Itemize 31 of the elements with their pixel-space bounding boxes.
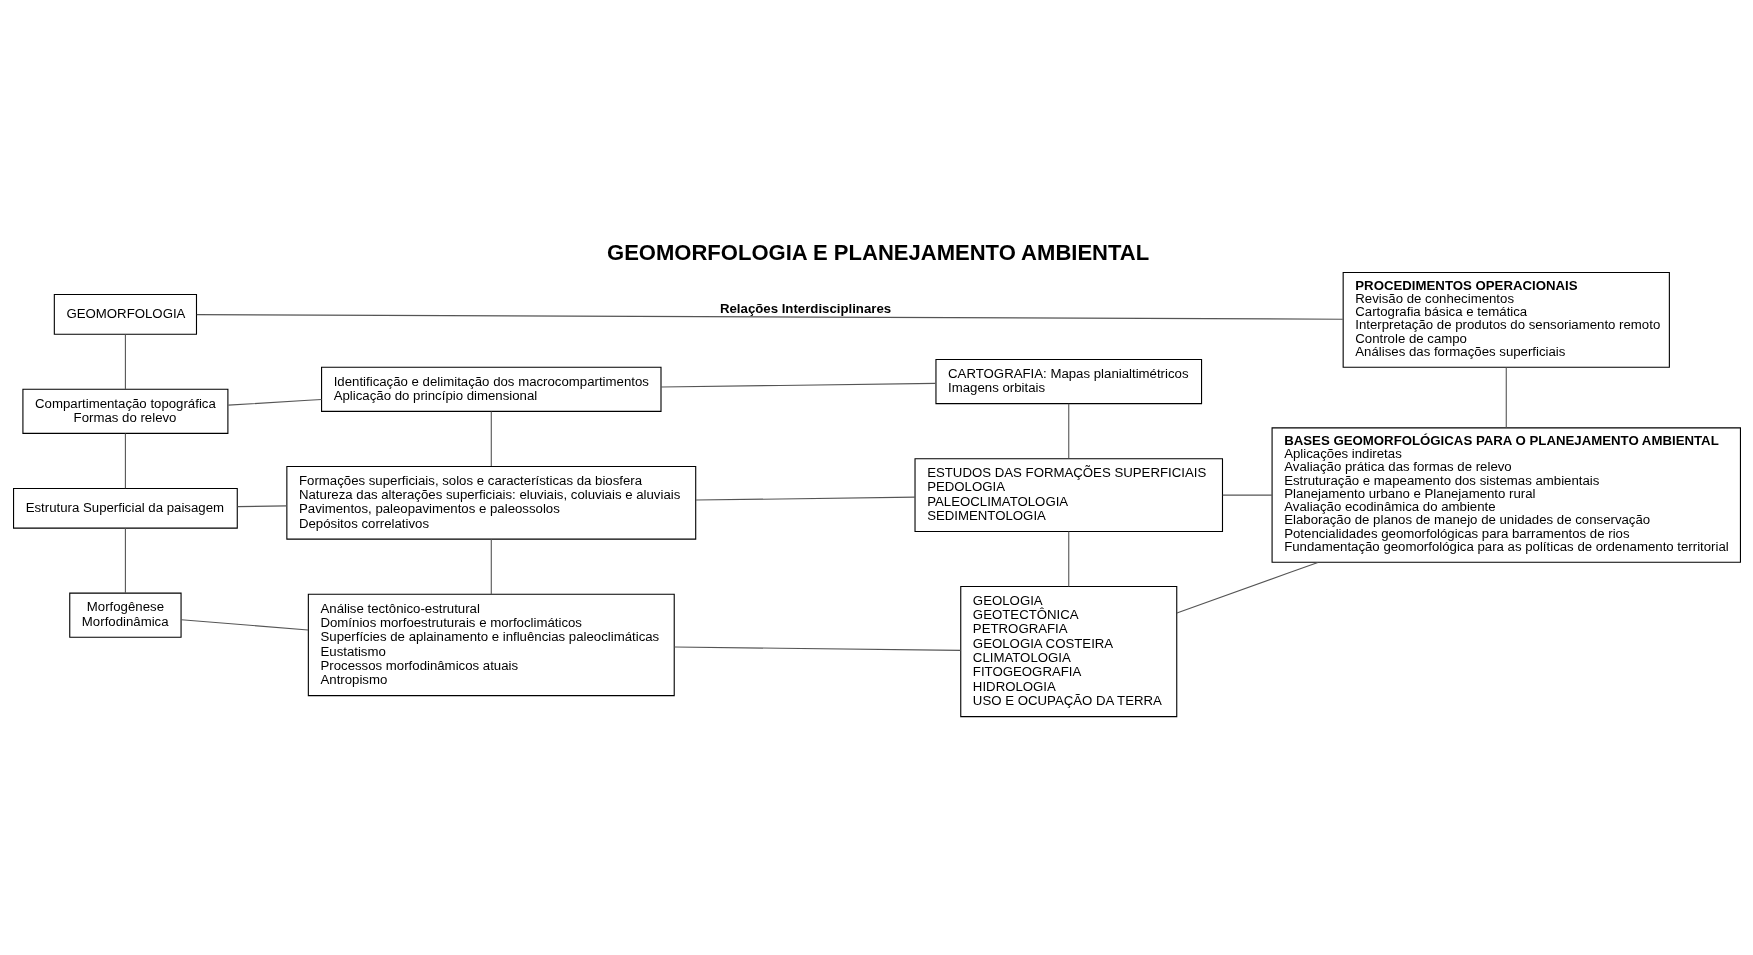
node-box: GEOLOGIA GEOTECTÔNICA PETROGRAFIA GEOLOGIA COSTEIRA CLIMATOLOGIA FITOGEOGRAFIA HIDROLOGIA USO E OCUPAÇÃO DA TERRA [959,585,1177,717]
connector [124,527,126,594]
connector [660,382,936,388]
connector [124,432,126,489]
connector [180,618,309,631]
connector [490,410,492,467]
connector [1067,402,1069,459]
node-box: CARTOGRAFIA: Mapas planialtimétricos Imagens orbitais [934,358,1202,404]
connector [124,333,126,390]
node-box: Estrutura Superficial da paisagem [12,487,238,529]
node-box: ESTUDOS DAS FORMAÇÕES SUPERFICIAIS PEDOLOGIA PALEOCLIMATOLOGIA SEDIMENTOLOGIA [913,457,1223,532]
connector [236,504,287,507]
connector [1175,561,1318,614]
connector [694,496,916,501]
diagram-title: GEOMORFOLOGIA E PLANEJAMENTO AMBIENTAL [606,239,1149,265]
connector [1221,494,1273,496]
connector [1505,366,1507,428]
connector [673,646,961,651]
node-box: Análise tectônico-estrutural Domínios morfoestruturais e morfoclimáticos Superfícies de aplainamento e influências paleoclimáticas Eustatismo Processos morfodinâmicos atuais Antropismo [307,593,675,696]
connector [1067,530,1069,587]
node-box: Morfogênese Morfodinâmica [68,592,182,638]
node-box: Compartimentação topográfica Formas do relevo [21,388,228,434]
node-box: Formações superficiais, solos e características da biosfera Natureza das alterações superficiais: eluviais, coluviais e aluviais Pavimentos, paleopavimentos e paleossolos Depósitos correlativos [285,465,696,540]
connector [227,398,322,406]
node-box: GEOMORFOLOGIA [53,293,197,335]
node-box: BASES GEOMORFOLÓGICAS PARA O PLANEJAMENTO AMBIENTAL Aplicações indiretas Avaliação prática das formas de relevo Estruturação e mapeamento dos sistemas ambientais Planejamento urbano e Planejamento rural Avaliação ecodinâmica do ambiente Elaboração de planos de manejo de unidades de conservação Potencialidades geomorfológicas para barramentos de rios Fundamentação geomorfológica para as políticas de ordenamento territorial [1271,426,1741,563]
node-box: Identificação e delimitação dos macrocompartimentos Aplicação do princípio dimensional [320,366,662,412]
connector [195,313,1343,320]
node-box: PROCEDIMENTOS OPERACIONAIS Revisão de conhecimentos Cartografia básica e temática Interpretação de produtos do sensoriamento remoto Controle de campo Análises das formações superficiais [1342,271,1670,368]
connector [490,538,492,595]
edge-label: Relações Interdisciplinares [719,300,891,316]
